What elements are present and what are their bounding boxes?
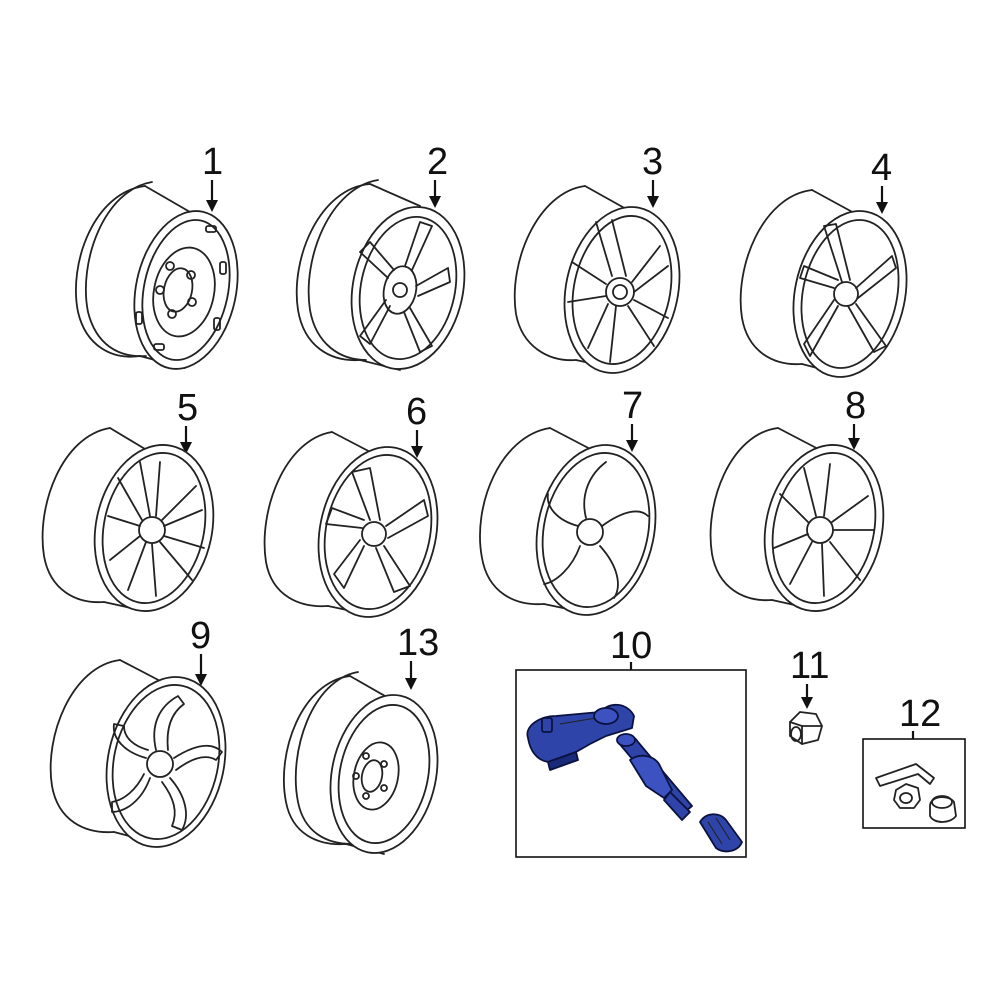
- callout-1: 1: [202, 141, 223, 183]
- callout-7: 7: [622, 385, 643, 427]
- alloy-wheel-icon: [739, 189, 908, 378]
- callout-8: 8: [845, 385, 866, 427]
- alloy-wheel-icon: [709, 427, 885, 612]
- alloy-wheel-icon: [295, 179, 466, 371]
- tpms-sensor-box: [515, 669, 747, 858]
- callout-12: 12: [899, 693, 941, 735]
- alloy-wheel-icon: [513, 185, 681, 374]
- lug-nut: [789, 711, 823, 745]
- wheel-5-alloy: [41, 427, 215, 612]
- tpms-sensor-assembly[interactable]: [526, 703, 743, 853]
- alloy-wheel-icon: [41, 427, 215, 612]
- callout-3: 3: [642, 141, 663, 183]
- leader-arrows: [180, 180, 915, 739]
- wheel-8-alloy: [709, 427, 885, 612]
- wheel-lock-kit-icon: [875, 763, 957, 823]
- wheel-lock-kit: [875, 763, 957, 823]
- alloy-wheel-icon: [49, 659, 227, 848]
- wheel-4-alloy: [739, 189, 908, 378]
- callout-9: 9: [190, 615, 211, 657]
- wheel-9-alloy: [49, 659, 227, 848]
- steel-wheel-icon: [75, 181, 239, 370]
- lug-nut-icon: [789, 711, 823, 745]
- tpms-sensor-icon: [526, 703, 743, 853]
- wheel-1-steel: [75, 181, 239, 370]
- alloy-wheel-icon: [479, 427, 657, 616]
- lock-kit-box: [862, 738, 966, 829]
- callout-13: 13: [397, 622, 439, 664]
- wheel-6-alloy: [263, 431, 439, 618]
- wheel-13-steel-spare: [282, 671, 439, 855]
- callout-6: 6: [406, 391, 427, 433]
- callout-11: 11: [790, 645, 829, 687]
- alloy-wheel-icon: [263, 431, 439, 618]
- callout-2: 2: [427, 141, 448, 183]
- wheel-2-alloy: [295, 179, 466, 371]
- wheel-3-alloy: [513, 185, 681, 374]
- callout-5: 5: [177, 387, 198, 429]
- callout-4: 4: [871, 147, 892, 189]
- steel-wheel-icon: [282, 671, 439, 855]
- callout-10: 10: [610, 625, 652, 667]
- wheel-7-alloy: [479, 427, 657, 616]
